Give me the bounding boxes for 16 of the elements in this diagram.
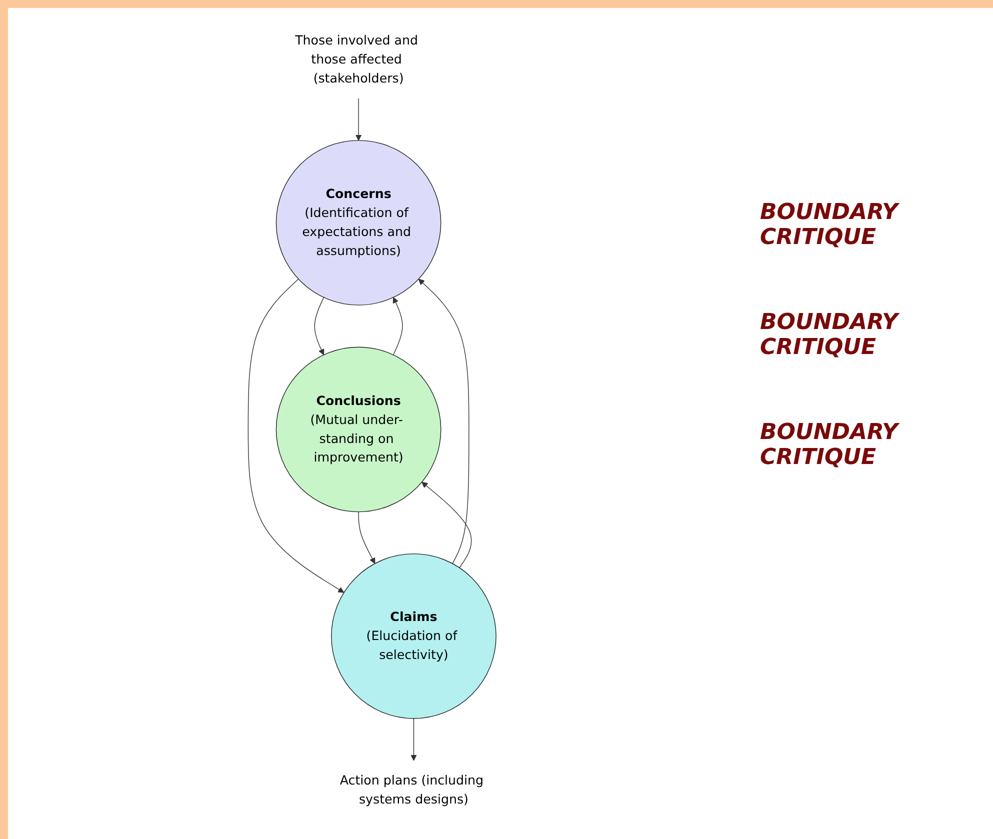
arrow <box>410 718 417 761</box>
arrow <box>418 278 470 564</box>
arrow <box>248 278 344 593</box>
arrow <box>392 297 403 356</box>
boundary-label: BOUNDARY CRITIQUE <box>760 200 901 250</box>
node-text: Those involved and those affected (stakeholders) <box>295 33 418 86</box>
node-circle: Conclusions (Mutual under- standing on improvement) <box>276 346 442 512</box>
boundary-label: BOUNDARY CRITIQUE <box>760 420 901 470</box>
arrow <box>355 98 362 141</box>
arrow <box>422 482 472 568</box>
boundary-label: BOUNDARY CRITIQUE <box>760 310 901 360</box>
arrow <box>314 297 324 356</box>
node-circle: Concerns (Identification of expectations and assumptions) <box>276 140 442 306</box>
arrow <box>358 511 376 564</box>
node-text: Action plans (including systems designs) <box>340 773 484 807</box>
node-circle: Claims (Elucidation of selectivity) <box>331 553 496 719</box>
